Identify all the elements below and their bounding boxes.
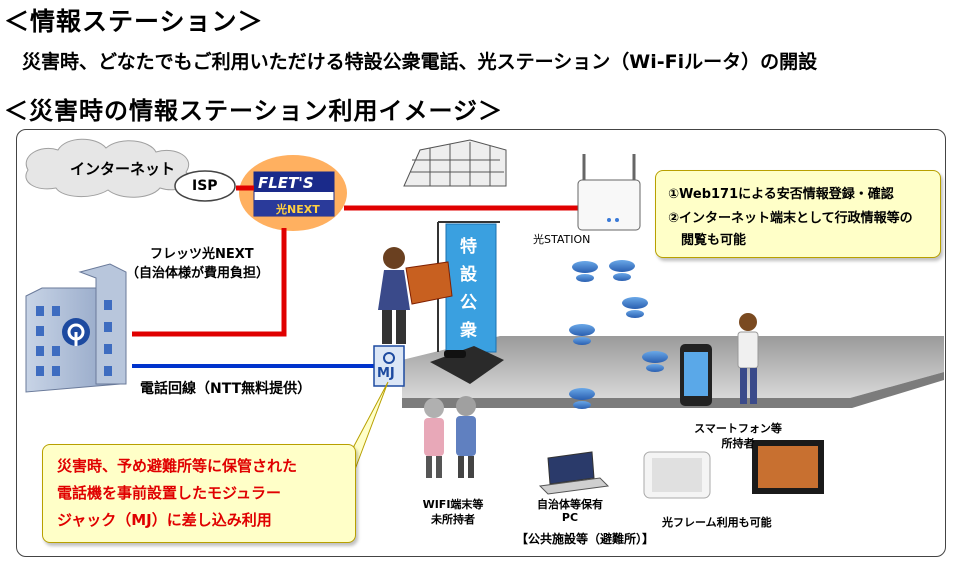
facility-label: 【公共施設等（避難所）】 [516, 532, 655, 546]
smartphone-label: スマートフォン等 [694, 422, 782, 435]
banner-char: 公 [460, 293, 477, 313]
fiber-cost-label: （自治体様が費用負担） [126, 266, 270, 281]
smartphone-icon [680, 344, 712, 406]
wifi-router-icon [577, 154, 641, 231]
mj-note-line: ジャック（MJ）に差し込み利用 [57, 511, 272, 529]
telephone-icon [430, 346, 504, 384]
mj-note-line: 電話機を事前設置したモジュラー [57, 484, 281, 502]
internet-cloud-icon [25, 138, 191, 198]
laptop-icon [538, 451, 610, 495]
facility-floor-edge [402, 372, 944, 408]
person-reading-icon [378, 247, 453, 344]
info-note-line: ②インターネット端末として行政情報等の [668, 211, 913, 226]
mj-jack-icon [373, 345, 405, 387]
pc-label: PC [561, 511, 579, 524]
wifi-wave-icon [569, 260, 668, 409]
banner-char: 特 [460, 237, 477, 257]
photo-frame-icon [643, 451, 711, 499]
smartphone-owner-label: 所持者 [721, 437, 755, 450]
callout-pointer [353, 381, 389, 473]
banner-flag-icon [437, 221, 500, 353]
pc-owner-label: 自治体等保有 [537, 498, 603, 511]
wifi-device-label: WIFI端末等 [422, 498, 484, 511]
photo-frame-label: 光フレーム利用も可能 [662, 516, 772, 529]
monitor-icon [752, 440, 824, 494]
city-hall-icon [25, 263, 127, 393]
elderly-couple-icon [424, 396, 476, 478]
phone-line-label: 電話回線（NTT無料提供） [140, 381, 312, 397]
fiber-line-label: フレッツ光NEXT [150, 247, 254, 262]
internet-label: インターネット [70, 160, 176, 178]
fiber-line [132, 185, 578, 337]
mj-usage-note: 災害時、予め避難所等に保管された 電話機を事前設置したモジュラー ジャック（MJ… [42, 444, 356, 543]
page-subtitle: 災害時、どなたでもご利用いただける特設公衆電話、光ステーション（Wi-Fiルータ… [22, 51, 818, 73]
mj-note-line: 災害時、予め避難所等に保管された [57, 457, 298, 475]
facility-floor [402, 336, 944, 398]
flets-logo-text: FLET'S [258, 174, 314, 192]
info-note-line: 閲覧も可能 [668, 233, 747, 248]
info-note: ①Web171による安否情報登録・確認 ②インターネット端末として行政情報等の … [655, 170, 941, 258]
office-building-icon [403, 139, 507, 187]
banner-char: 衆 [460, 321, 477, 341]
info-note-line: ①Web171による安否情報登録・確認 [668, 187, 894, 202]
flets-next-text: 光NEXT [276, 203, 320, 216]
no-device-label: 未所持者 [431, 513, 475, 526]
page-title: ＜情報ステーション＞ [4, 7, 264, 36]
flets-logo [239, 155, 347, 231]
banner-char: 設 [460, 265, 477, 285]
isp-label: ISP [192, 178, 218, 194]
mj-label: MJ [377, 366, 395, 381]
station-label: 光STATION [533, 233, 591, 246]
diagram-title: ＜災害時の情報ステーション利用イメージ＞ [4, 97, 504, 125]
isp-node [174, 170, 236, 202]
young-person-icon [737, 313, 759, 404]
